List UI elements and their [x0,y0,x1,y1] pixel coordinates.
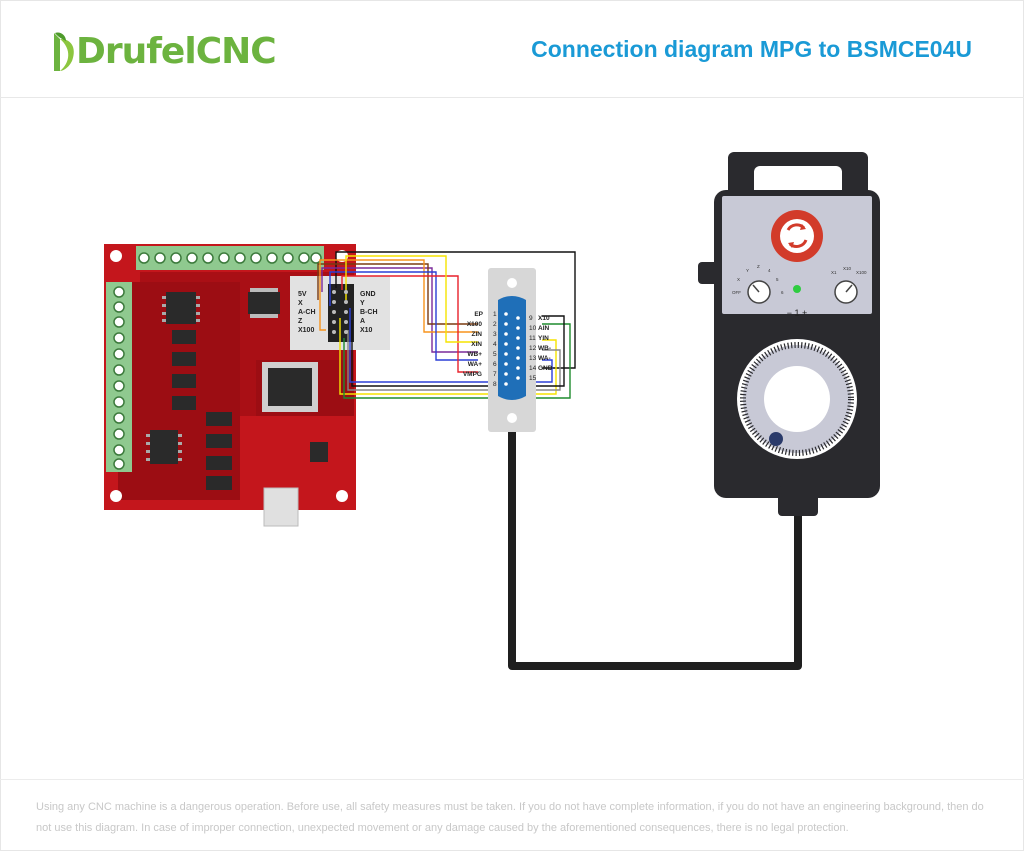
wire-green-ain [343,323,571,399]
pin-number: 5 [493,351,497,358]
mount-hole [110,490,122,502]
handwheel [737,339,857,459]
header-label: B-CH [360,309,378,316]
mpg-pendant: OFF X Y Z 4 5 6 X1 X10 X100 − 1 + [698,152,880,516]
axis-tick: Y [746,268,749,273]
header-label: Y [360,300,365,307]
brand-name: DrufelCNC [76,30,277,72]
wire-purple-wb [321,267,478,353]
emergency-stop-button [771,210,823,262]
axis-tick: 6 [781,290,784,295]
axis-tick: 4 [768,268,771,273]
pin-label: VMPG [463,371,482,378]
step-tick: X1 [831,270,837,275]
screw-hole [507,278,517,288]
ic-chip [248,288,280,318]
axis-tick: X [737,277,740,282]
wire-orange-zin [319,259,478,333]
header-label: Z [298,318,303,325]
pin-label: YIN [538,335,549,342]
wires [317,251,576,399]
pin-number: 3 [493,331,497,338]
step-tick: X10 [843,266,852,271]
page-title: Connection diagram MPG to BSMCE04U [531,36,972,62]
pin-number: 9 [529,315,533,322]
controller-board [104,244,356,527]
wire-gray-wb [347,330,561,391]
pin-label: WA+ [468,361,482,368]
brand-logo: DrufelCNC [52,26,277,76]
wire-red-vmpg [341,275,478,373]
db15-connector: 1 2 3 4 5 6 7 8 9 10 11 12 13 14 15 EP X… [463,268,553,432]
header: DrufelCNC Connection diagram MPG to BSMC… [0,0,1024,98]
ic-chip [162,292,200,324]
pin-number: 15 [529,375,537,382]
leaf-icon [54,32,74,71]
pin-label: ZIN [472,331,483,338]
axis-tick: 5 [776,277,779,282]
header-label: GND [360,291,376,298]
usb-port [263,487,299,527]
side-button [698,262,718,284]
crystal [310,442,328,462]
wire-yellow-xin [345,255,478,343]
optocoupler-chips [172,330,232,490]
mount-hole [110,250,122,262]
pin-label: EP [474,311,483,318]
disclaimer-text: Using any CNC machine is a dangerous ope… [36,801,984,834]
axis-selector-knob [747,280,771,304]
wire-brown-x100 [317,263,478,325]
handwheel-grip [769,432,783,446]
pin-label: X100 [467,321,483,328]
pin-number: 2 [493,321,497,328]
wire-blue-wa-minus [349,308,553,383]
sign-label: − 1 + [787,308,808,318]
axis-tick: Z [757,264,760,269]
ic-chip [146,430,182,464]
pin-number: 13 [529,355,537,362]
axis-tick: OFF [732,290,741,295]
top-terminal-block [136,246,324,270]
mcu-chip [262,362,318,412]
left-terminal-block [106,282,132,472]
header-label: 5V [298,291,307,298]
header-label: X [298,300,303,307]
pin-number: 7 [493,371,497,378]
header-pins [332,290,348,334]
pin-number: 8 [493,381,497,388]
pin-number: 11 [529,335,536,342]
pin-label: WB- [538,345,551,352]
pin-label: XIN [471,341,482,348]
header-label: X100 [298,327,314,334]
pin-number: 6 [493,361,497,368]
pin-number: 4 [493,341,497,348]
step-tick: X100 [856,270,867,275]
pin-label: AIN [538,325,550,332]
pin-label: GND [538,365,553,372]
wire-yellow-yin [339,318,557,395]
header-label: X10 [360,327,373,334]
wiring-diagram: 5V X A-CH Z X100 GND Y B-CH A X10 [104,152,880,670]
footer [0,779,1024,852]
pin-number: 14 [529,365,537,372]
wire-black-x10 [351,315,565,387]
pin-number: 12 [529,345,537,352]
pin-label: WB+ [467,351,482,358]
pin-number: 1 [493,311,497,318]
status-led [793,285,801,293]
wire-blue-wa [329,271,478,361]
mount-hole [336,490,348,502]
header-label: A-CH [298,309,316,316]
pin-label: WA- [538,355,551,362]
pin-number: 10 [529,325,537,332]
mpg-cable [508,432,802,670]
pin-label: X10 [538,315,550,322]
step-selector-knob [834,280,858,304]
header-label: A [360,318,365,325]
screw-hole [507,413,517,423]
mount-hole [336,250,348,262]
